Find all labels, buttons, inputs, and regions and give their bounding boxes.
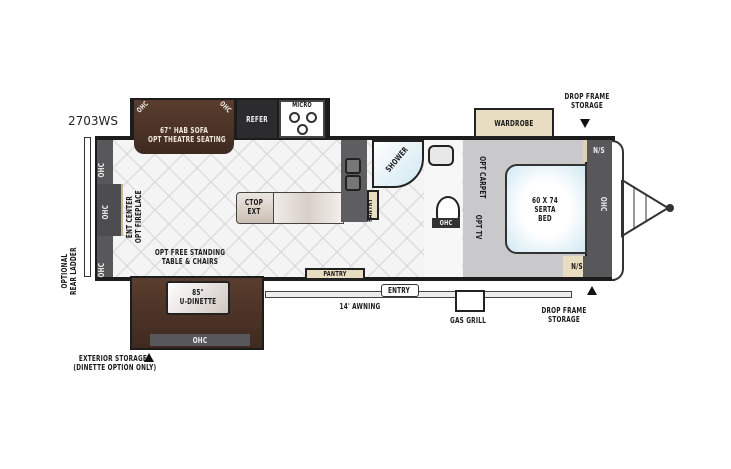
ent-center-label: ENT CENTER OPT FIREPLACE [125,190,143,244]
bathroom-sink-icon [428,145,454,166]
burner-icon [289,112,300,123]
bath-ohc [432,218,460,228]
bed [505,164,587,254]
front-ohc [587,162,613,256]
burner-icon [297,124,308,135]
shower [372,140,424,188]
drop-frame-bottom-label: DROP FRAME STORAGE [541,306,587,324]
kitchen-island [272,192,344,224]
ctop-ext-label: CTOP EXT [244,198,264,216]
awning-label: 14' AWNING [339,302,381,311]
sofa-label: 67" HAB SOFA OPT THEATRE SEATING [148,126,226,144]
refer-label: REFER [246,115,268,124]
rear-ladder [84,137,91,277]
sink-icon [345,175,361,191]
bath-ohc-label: OHC [439,219,453,227]
opt-carpet-label: OPT CARPET [478,156,487,199]
wardrobe-label: WARDROBE [494,119,534,128]
rear-ohc-top-label: OHC [97,162,106,178]
nightstand-bottom-label: N/S [571,262,583,271]
wardrobe [474,108,554,138]
ent-center-cabinet [97,184,123,236]
exterior-storage-label: EXTERIOR STORAGE (DINETTE OPTION ONLY) [73,354,157,372]
dinette-label: 85" U-DINETTE [179,288,217,306]
kitchen-pantry [367,190,379,220]
gas-grill-icon [455,290,485,312]
gas-grill-label: GAS GRILL [450,316,486,325]
nightstand-bottom [563,256,613,277]
entry-label: ENTRY [387,286,411,295]
table-chairs-label: OPT FREE STANDING TABLE & CHAIRS [154,248,226,266]
opt-tv-label: OPT TV [474,214,483,240]
model-number: 2703WS [68,114,119,128]
pantry-label: PANTRY [323,270,347,278]
dinette-ohc [150,334,250,346]
drop-frame-bottom-arrow-icon [587,286,597,295]
bed-label: 60 X 74 SERTA BED [531,196,558,223]
dinette-table [166,281,230,315]
countertop-extension [236,192,274,224]
pantry [305,268,365,280]
dinette-ohc-label: OHC [192,336,208,345]
kitchen-pantry-label: PANTRY [366,198,374,222]
exterior-storage-arrow-icon [144,353,154,362]
sink-icon [345,158,361,174]
drop-frame-top-label: DROP FRAME STORAGE [564,92,610,110]
nightstand-top-label: N/S [593,146,605,155]
refrigerator [237,100,277,138]
entry-door[interactable] [381,284,419,297]
drop-frame-top-arrow-icon [580,119,590,128]
rear-ohc-bottom-label: OHC [97,262,106,278]
burner-icon [306,112,317,123]
nightstand-top [583,140,613,162]
rear-ohc-mid-label: OHC [101,204,110,220]
rear-ladder-label: OPTIONAL REAR LADDER [60,247,78,295]
sofa [134,100,234,154]
hitch-tongue [621,180,674,238]
micro-label: MICRO [292,101,312,109]
front-ohc-label: OHC [599,196,608,212]
